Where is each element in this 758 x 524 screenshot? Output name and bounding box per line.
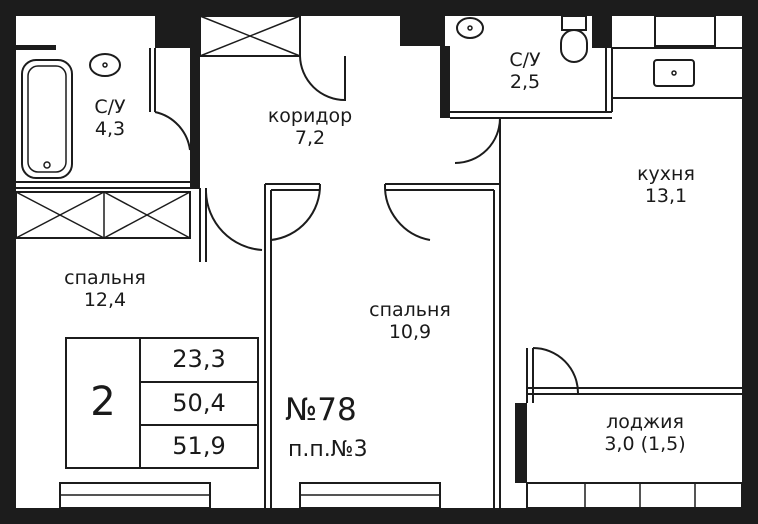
room-kitchen: кухня 13,1 <box>616 163 716 208</box>
room-area: 10,9 <box>388 320 432 343</box>
room-corridor: коридор 7,2 <box>240 105 380 150</box>
room-bath-small: С/У 2,5 <box>490 49 560 94</box>
room-area: 2,5 <box>509 70 541 93</box>
room-area: 12,4 <box>83 288 127 311</box>
living-area: 23,3 <box>172 345 226 373</box>
room-name: кухня <box>637 163 695 185</box>
apartment-entrance: п.п.№3 <box>288 437 368 462</box>
room-bath-big: С/У 4,3 <box>80 96 140 141</box>
room-name: коридор <box>267 105 353 127</box>
room-area: 7,2 <box>294 126 326 149</box>
room-name: С/У <box>509 49 541 71</box>
thin-walls <box>15 15 743 509</box>
room-bedroom-left: спальня 12,4 <box>40 267 170 312</box>
rooms-count: 2 <box>90 379 116 425</box>
room-name: спальня <box>369 299 451 321</box>
room-area: 4,3 <box>94 117 126 140</box>
room-area: 3,0 (1,5) <box>604 432 686 455</box>
room-area: 13,1 <box>644 184 688 207</box>
room-loggia: лоджия 3,0 (1,5) <box>570 411 720 456</box>
room-name: спальня <box>64 267 146 289</box>
room-name: лоджия <box>606 411 684 433</box>
room-name: С/У <box>94 96 126 118</box>
apartment-number: №78 <box>285 392 357 428</box>
total-area-with-loggia: 51,9 <box>172 432 226 460</box>
total-area: 50,4 <box>172 389 226 417</box>
room-bedroom-center: спальня 10,9 <box>345 299 475 344</box>
